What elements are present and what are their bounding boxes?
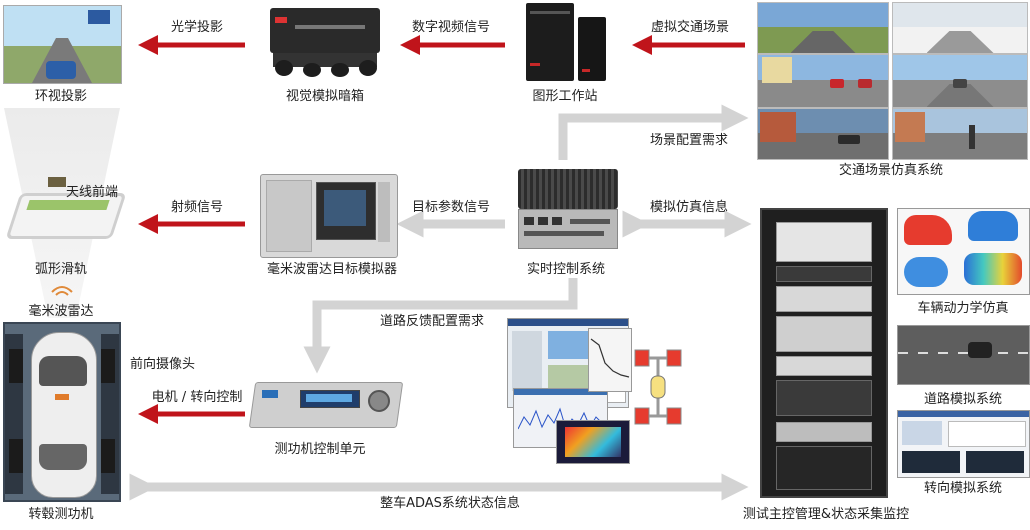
label-scene-config: 场景配置需求 xyxy=(649,133,729,148)
label-road-feedback: 道路反馈配置需求 xyxy=(380,314,485,329)
scene-tile-5 xyxy=(757,108,889,160)
arrow-road-feedback xyxy=(303,278,578,374)
label-optical-projection: 光学投影 xyxy=(170,20,224,35)
label-graphics-workstation: 图形工作站 xyxy=(532,89,598,104)
surround-projection-image xyxy=(3,5,122,84)
label-antenna-front: 天线前端 xyxy=(66,185,119,200)
vehicle-dynamics-image xyxy=(897,208,1030,295)
realtime-control-image xyxy=(512,165,624,260)
label-visual-darkbox: 视觉模拟暗箱 xyxy=(285,89,365,104)
label-chassis-dyno: 转毂测功机 xyxy=(28,507,94,522)
label-digital-video: 数字视频信号 xyxy=(411,20,491,35)
label-motor-steering: 电机 / 转向控制 xyxy=(151,390,243,405)
label-vehicle-dynamics: 车辆动力学仿真 xyxy=(917,301,1009,316)
scene-tile-3 xyxy=(757,54,889,108)
label-mmwave-radar: 毫米波雷达 xyxy=(28,304,94,319)
label-rf-signal: 射频信号 xyxy=(170,200,224,215)
radar-wave-icon xyxy=(51,286,73,296)
software-screenshot-4 xyxy=(588,328,632,392)
axle-diagram-icon xyxy=(634,349,682,425)
arrow-scene-config xyxy=(558,104,749,160)
scene-tile-6 xyxy=(892,108,1028,160)
label-steering-sim: 转向模拟系统 xyxy=(923,481,1003,496)
label-surround-projection: 环视投影 xyxy=(34,89,88,104)
label-road-sim: 道路模拟系统 xyxy=(923,392,1003,407)
test-master-rack-image xyxy=(760,208,888,498)
visual-darkbox-image xyxy=(265,5,385,80)
arc-rail-image xyxy=(5,175,127,240)
label-dyno-control-unit: 测功机控制单元 xyxy=(274,442,366,457)
scene-tile-4 xyxy=(892,54,1028,108)
label-realtime-control: 实时控制系统 xyxy=(526,262,606,277)
label-virtual-traffic: 虚拟交通场景 xyxy=(650,20,730,35)
scene-tile-2 xyxy=(892,2,1028,54)
label-radar-target-sim: 毫米波雷达目标模拟器 xyxy=(266,262,398,277)
scene-tile-1 xyxy=(757,2,889,54)
steering-sim-image xyxy=(897,410,1030,478)
chassis-dyno-image xyxy=(3,322,121,502)
label-target-params: 目标参数信号 xyxy=(411,200,491,215)
dyno-control-unit-image xyxy=(248,372,404,434)
label-test-master: 测试主控管理&状态采集监控 xyxy=(742,507,910,522)
label-front-camera: 前向摄像头 xyxy=(130,357,196,372)
label-arc-rail: 弧形滑轨 xyxy=(34,262,88,277)
graphics-workstation-image xyxy=(520,3,610,83)
radar-target-sim-image xyxy=(256,168,400,260)
software-screenshot-3 xyxy=(556,420,630,464)
label-adas-status: 整车ADAS系统状态信息 xyxy=(380,496,520,511)
label-sim-info: 模拟仿真信息 xyxy=(649,200,729,215)
label-traffic-scene-system: 交通场景仿真系统 xyxy=(838,163,944,178)
road-sim-image xyxy=(897,325,1030,385)
